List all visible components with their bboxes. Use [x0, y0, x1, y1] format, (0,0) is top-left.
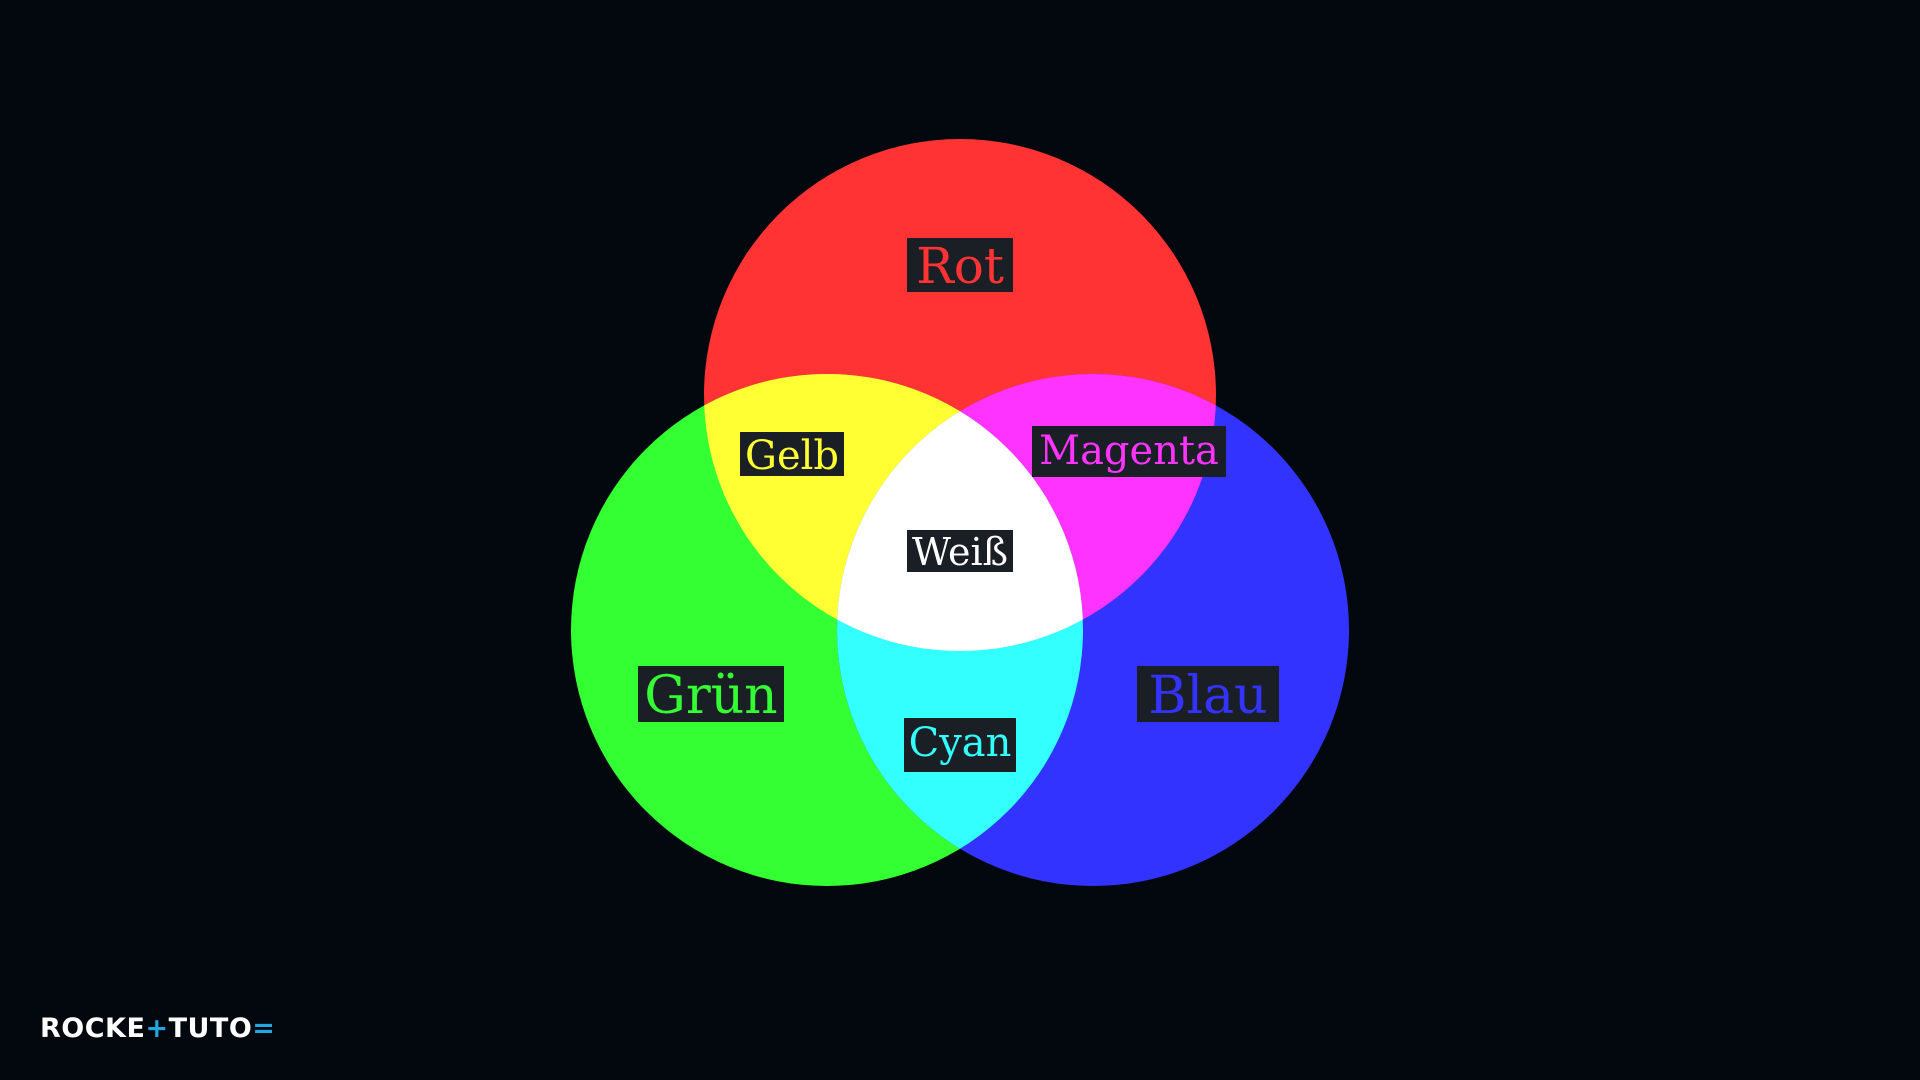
svg-text:Cyan: Cyan: [909, 720, 1012, 766]
svg-text:Blau: Blau: [1148, 666, 1267, 726]
label-magenta: Magenta: [1032, 426, 1226, 477]
logo-equals-glyph: =: [252, 1012, 276, 1044]
svg-text:Magenta: Magenta: [1039, 428, 1219, 474]
svg-text:Rot: Rot: [916, 237, 1004, 295]
label-weiss: Weiß: [907, 530, 1013, 574]
overlap-white: [837, 374, 1083, 651]
label-blau: Blau: [1137, 666, 1279, 726]
rocketutor-logo: ROCKE+TUTO=: [40, 1010, 275, 1046]
logo-text-part2: TUTO: [168, 1012, 253, 1044]
label-gelb: Gelb: [740, 432, 844, 479]
logo-plus-glyph: +: [145, 1012, 169, 1044]
svg-text:Grün: Grün: [644, 666, 777, 726]
svg-text:Weiß: Weiß: [912, 530, 1008, 574]
logo-text-part1: ROCKE: [40, 1012, 146, 1044]
label-gruen: Grün: [638, 666, 784, 726]
label-rot: Rot: [907, 237, 1013, 295]
label-cyan: Cyan: [904, 718, 1016, 772]
svg-text:Gelb: Gelb: [745, 433, 839, 479]
